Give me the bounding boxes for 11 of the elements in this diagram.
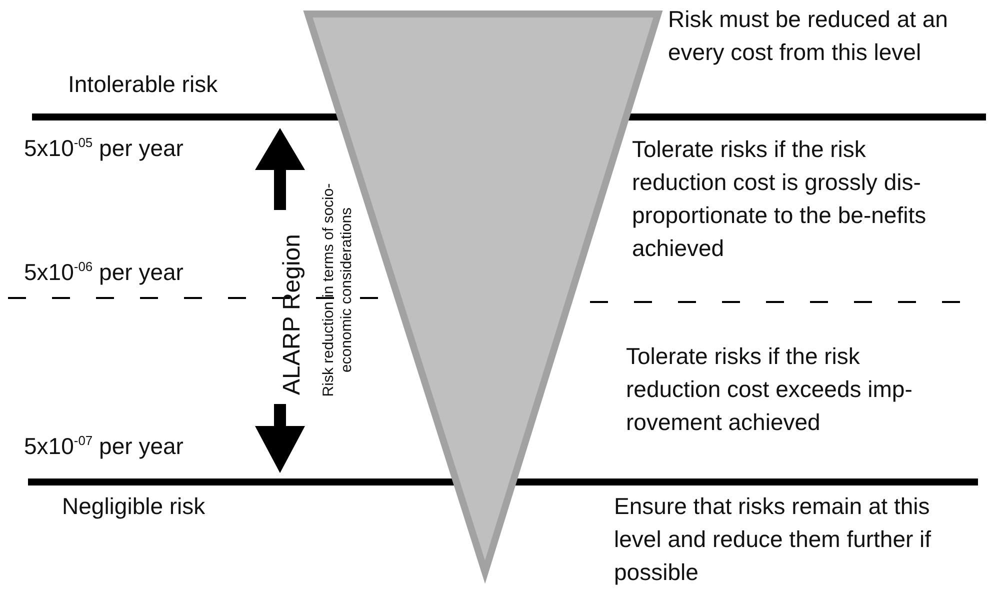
risk-level-label: Intolerable risk	[68, 70, 219, 99]
frequency-label: 5x10$^{-07}$ per year	[24, 432, 184, 461]
description-text: Risk must be reduced at an every cost from this level	[668, 5, 949, 67]
frequency-label: 5x10$^{-06}$ per year	[24, 258, 184, 287]
frequency-label: 5x10$^{-05}$ per year	[24, 134, 184, 163]
region-label: ALARP Region	[278, 232, 306, 397]
description-text: Ensure that risks remain at this level and reduce them further if possible	[614, 492, 932, 587]
risk-level-label: Negligible risk	[62, 492, 206, 521]
description-text: Tolerate risks if the risk reduction cost exceeds imp-rovement achieved	[626, 342, 914, 437]
description-text: Risk reduction in terms of socio-economic considerations	[320, 182, 356, 399]
description-text: Tolerate risks if the risk reduction cost is grossly dis-proportionate to the be-nefits achieved	[632, 135, 928, 263]
